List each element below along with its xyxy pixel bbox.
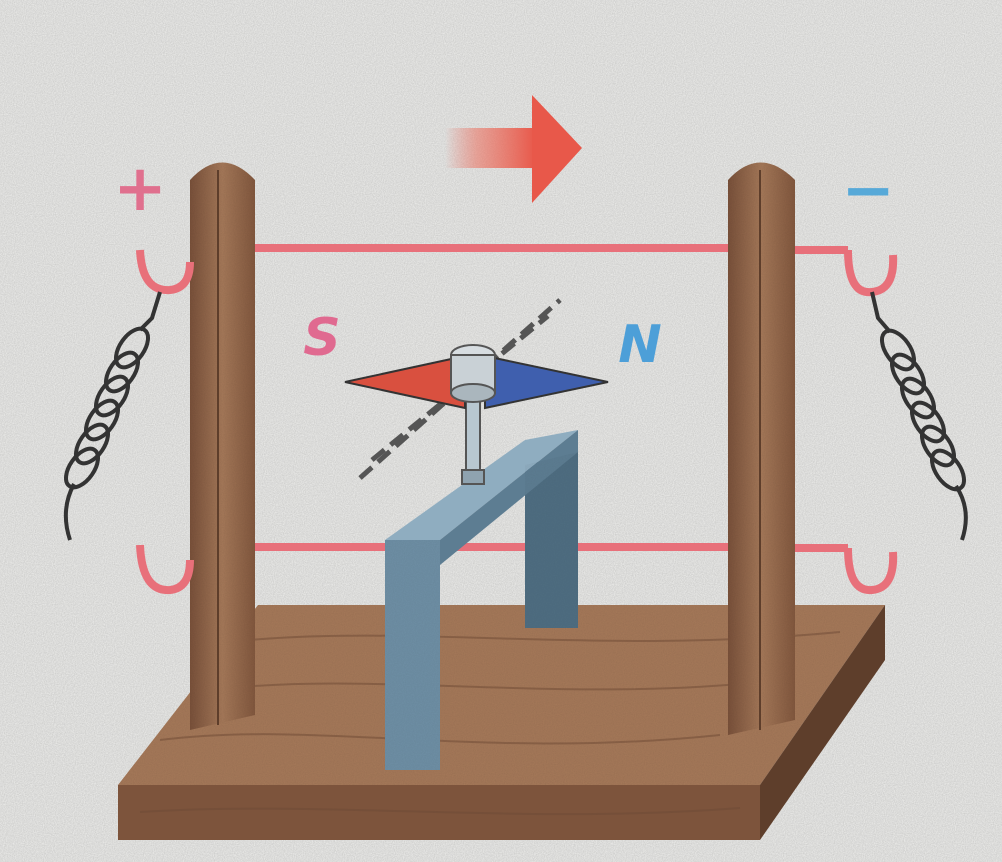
positive-terminal-label: + — [113, 152, 167, 226]
left-wooden-post — [190, 163, 255, 731]
negative-terminal-label: − — [841, 154, 895, 228]
right-wooden-post — [728, 163, 795, 736]
north-pole-label: N — [618, 315, 662, 375]
south-pole-label: S — [303, 308, 340, 368]
